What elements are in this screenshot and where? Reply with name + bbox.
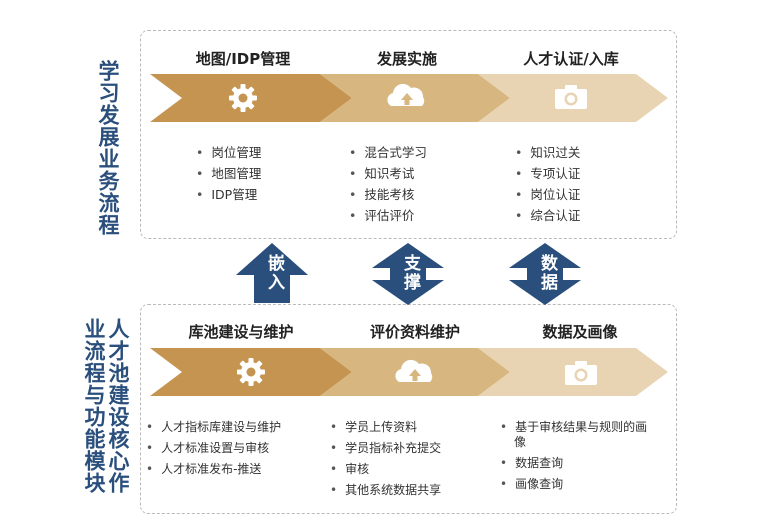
cloud-upload-icon — [387, 83, 425, 106]
list-item: 评估评价 — [349, 208, 427, 223]
list-item: 专项认证 — [515, 166, 580, 181]
bottom-stage-1-list: 人才指标库建设与维护 人才标准设置与审核 人才标准发布-推送 — [146, 420, 281, 483]
connector-label-data: 数据 — [537, 254, 557, 292]
list-item: 其他系统数据共享 — [330, 483, 441, 498]
gear-icon — [237, 358, 265, 386]
connector-double-arrow — [372, 243, 444, 305]
top-stage-2-list: 混合式学习 知识考试 技能考核 评估评价 — [349, 145, 427, 229]
list-item: 画像查询 — [500, 477, 658, 492]
top-stage-1-list: 岗位管理 地图管理 IDP管理 — [196, 145, 261, 208]
camera-icon — [555, 85, 587, 109]
list-item: 人才标准发布-推送 — [146, 462, 281, 477]
top-stage-title-3: 人才认证/入库 — [523, 50, 619, 68]
list-item: 学员指标补充提交 — [330, 441, 441, 456]
bottom-stage-title-1: 库池建设与维护 — [188, 323, 294, 341]
list-item: 人才标准设置与审核 — [146, 441, 281, 456]
top-stage-3-list: 知识过关 专项认证 岗位认证 综合认证 — [515, 145, 580, 229]
list-item: 数据查询 — [500, 456, 658, 471]
list-item: 知识考试 — [349, 166, 427, 181]
list-item: 岗位管理 — [196, 145, 261, 160]
bottom-side-title-col1: 人才池建设核心作 — [106, 318, 130, 494]
list-item: 混合式学习 — [349, 145, 427, 160]
cloud-upload-icon — [395, 359, 433, 382]
top-process-panel — [140, 30, 677, 239]
top-stage-title-2: 发展实施 — [376, 50, 437, 68]
list-item: 地图管理 — [196, 166, 261, 181]
list-item: 人才指标库建设与维护 — [146, 420, 281, 435]
camera-icon — [565, 361, 597, 385]
bottom-stage-title-3: 数据及画像 — [542, 323, 618, 341]
top-side-title: 学习发展业务流程 — [96, 60, 120, 236]
bottom-stage-title-2: 评价资料维护 — [369, 323, 460, 341]
bottom-stage-3-list: 基于审核结果与规则的画像 数据查询 画像查询 — [500, 420, 658, 498]
list-item: 审核 — [330, 462, 441, 477]
list-item: 综合认证 — [515, 208, 580, 223]
list-item: IDP管理 — [196, 187, 261, 202]
list-item: 知识过关 — [515, 145, 580, 160]
bottom-side-title-col2: 业流程与功能模块 — [82, 318, 106, 494]
list-item: 基于审核结果与规则的画像 — [500, 420, 658, 450]
list-item: 岗位认证 — [515, 187, 580, 202]
top-stage-title-1: 地图/IDP管理 — [195, 50, 291, 68]
connector-label-support: 支撑 — [400, 254, 420, 292]
list-item: 技能考核 — [349, 187, 427, 202]
gear-icon — [229, 84, 257, 112]
list-item: 学员上传资料 — [330, 420, 441, 435]
connector-up-arrow — [236, 243, 308, 303]
bottom-stage-2-list: 学员上传资料 学员指标补充提交 审核 其他系统数据共享 — [330, 420, 441, 504]
connector-label-embed: 嵌入 — [264, 254, 284, 292]
connector-double-arrow — [509, 243, 581, 305]
